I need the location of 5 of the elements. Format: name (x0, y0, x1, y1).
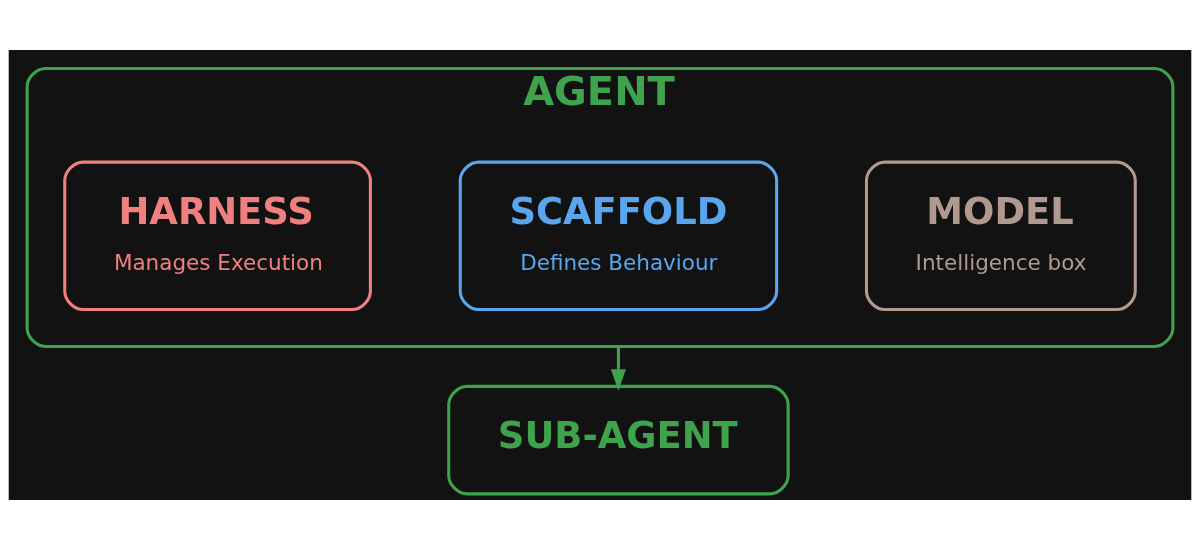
node-box: MODEL Intelligence box (864, 160, 1137, 311)
arrow (610, 345, 626, 391)
node-box: SUB-AGENT (447, 384, 790, 495)
node-box: HARNESS Manages Execution (63, 160, 372, 311)
node-box: SCAFFOLD Defines Behaviour (458, 160, 779, 311)
